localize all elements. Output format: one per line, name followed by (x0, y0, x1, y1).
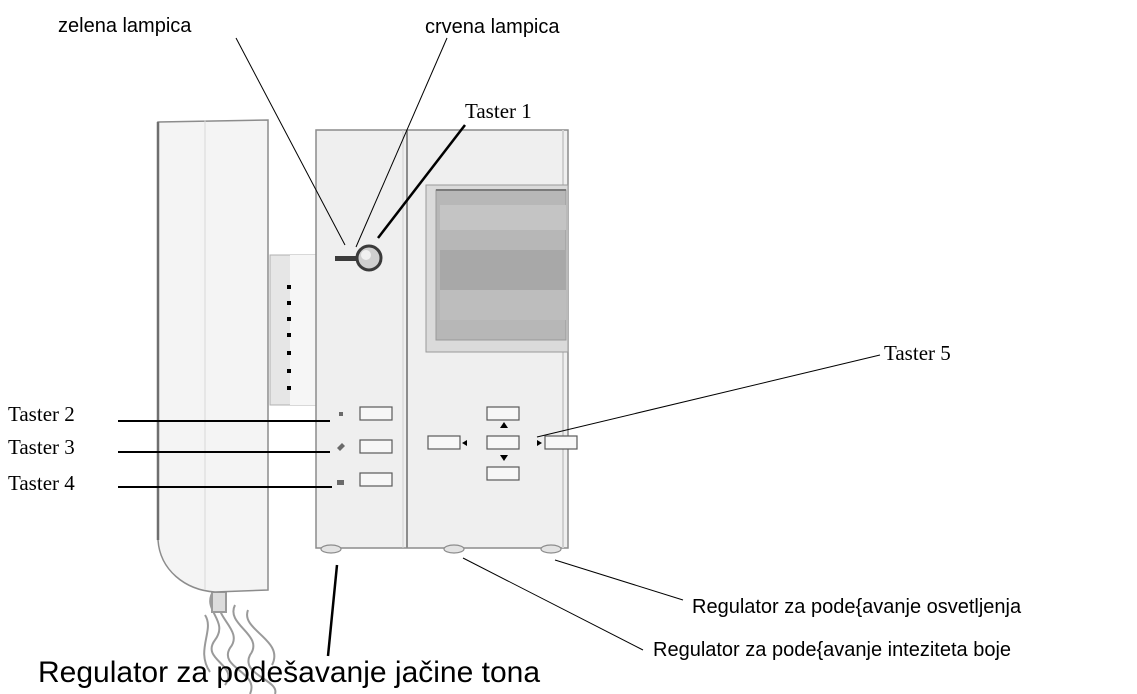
speaker-grille (269, 254, 317, 406)
nav-arrows (462, 422, 542, 461)
label-green-lamp: zelena lampica (58, 15, 192, 37)
handset-cord (203, 589, 277, 694)
green-lamp-indicator (335, 256, 357, 261)
label-button4: Taster 4 (8, 471, 75, 495)
label-button1: Taster 1 (465, 99, 532, 123)
label-button3: Taster 3 (8, 435, 75, 459)
label-color-regulator: Regulator za pode{avanje inteziteta boje (653, 639, 1012, 661)
left-button-icons (337, 412, 345, 485)
regulator-knobs (320, 544, 562, 554)
lamp-panel (335, 244, 383, 272)
label-button2: Taster 2 (8, 402, 75, 426)
label-button5: Taster 5 (884, 341, 951, 365)
leader-lines (118, 37, 881, 657)
left-buttons (359, 406, 393, 487)
nav-buttons (427, 406, 578, 481)
label-red-lamp: crvena lampica (425, 16, 560, 38)
video-screen (425, 184, 569, 353)
handset (156, 119, 269, 593)
label-volume-regulator: Regulator za podešavanje jačine tona (38, 656, 541, 689)
label-brightness-regulator: Regulator za pode{avanje osvetljenja (692, 596, 1022, 618)
